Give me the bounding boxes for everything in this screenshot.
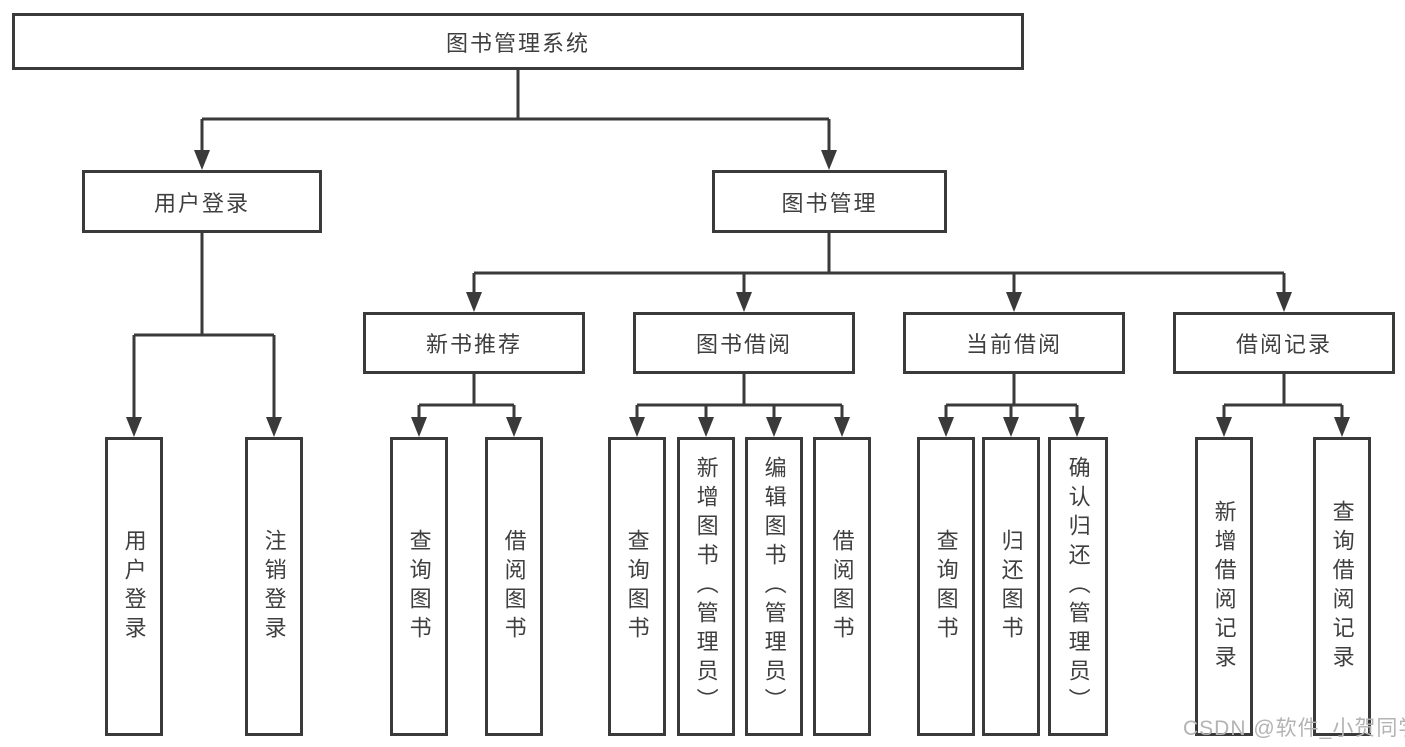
leaf-query-books-current: 查询图书 — [917, 437, 975, 736]
leaf-query-books-recommend: 查询图书 — [390, 437, 448, 736]
leaf-query-books-current-label: 查询图书 — [933, 528, 959, 645]
leaf-query-borrow-record-label: 查询借阅记录 — [1329, 499, 1355, 674]
leaf-query-books-borrowing: 查询图书 — [608, 437, 666, 736]
node-root: 图书管理系统 — [12, 13, 1024, 70]
leaf-add-book-admin-label: 新增图书（管理员） — [693, 456, 719, 717]
node-borrowing-records-label: 借阅记录 — [1235, 332, 1332, 357]
leaf-add-borrow-record-label: 新增借阅记录 — [1211, 499, 1237, 674]
node-book-borrowing-label: 图书借阅 — [695, 332, 792, 357]
leaf-confirm-return-admin-label: 确认归还（管理员） — [1065, 456, 1091, 717]
leaf-add-book-admin: 新增图书（管理员） — [677, 437, 735, 736]
connector-lines — [132, 69, 1344, 423]
leaf-add-borrow-record: 新增借阅记录 — [1195, 437, 1253, 736]
node-current-borrowing-label: 当前借阅 — [965, 332, 1062, 357]
leaf-user-login: 用户登录 — [105, 437, 163, 736]
leaf-edit-book-admin: 编辑图书（管理员） — [745, 437, 803, 736]
csdn-watermark: CSDN @软件_小贺同学 — [1183, 717, 1405, 740]
node-new-book-recommend: 新书推荐 — [363, 312, 585, 374]
leaf-confirm-return-admin: 确认归还（管理员） — [1048, 437, 1108, 736]
leaf-query-books-borrowing-label: 查询图书 — [624, 528, 650, 645]
leaf-edit-book-admin-label: 编辑图书（管理员） — [761, 456, 787, 717]
node-root-label: 图书管理系统 — [445, 30, 590, 56]
leaf-return-book-label: 归还图书 — [998, 528, 1024, 645]
node-book-management-label: 图书管理 — [781, 190, 878, 216]
node-current-borrowing: 当前借阅 — [903, 312, 1125, 374]
node-book-borrowing: 图书借阅 — [633, 312, 855, 374]
leaf-user-login-label: 用户登录 — [121, 528, 147, 645]
leaf-borrow-books-recommend: 借阅图书 — [485, 437, 543, 736]
arrow-down-heads — [126, 150, 1350, 437]
node-book-management: 图书管理 — [712, 170, 947, 233]
leaf-logout-label: 注销登录 — [261, 528, 287, 645]
leaf-borrow-books-recommend-label: 借阅图书 — [501, 528, 527, 645]
node-user-login: 用户登录 — [82, 170, 322, 233]
leaf-logout: 注销登录 — [245, 437, 303, 736]
leaf-borrow-books-borrowing: 借阅图书 — [813, 437, 871, 736]
leaf-return-book: 归还图书 — [982, 437, 1040, 736]
node-new-book-recommend-label: 新书推荐 — [425, 332, 522, 357]
node-user-login-label: 用户登录 — [153, 190, 250, 216]
node-borrowing-records: 借阅记录 — [1173, 312, 1395, 374]
leaf-query-books-recommend-label: 查询图书 — [406, 528, 432, 645]
leaf-query-borrow-record: 查询借阅记录 — [1313, 437, 1371, 736]
leaf-borrow-books-borrowing-label: 借阅图书 — [829, 528, 855, 645]
